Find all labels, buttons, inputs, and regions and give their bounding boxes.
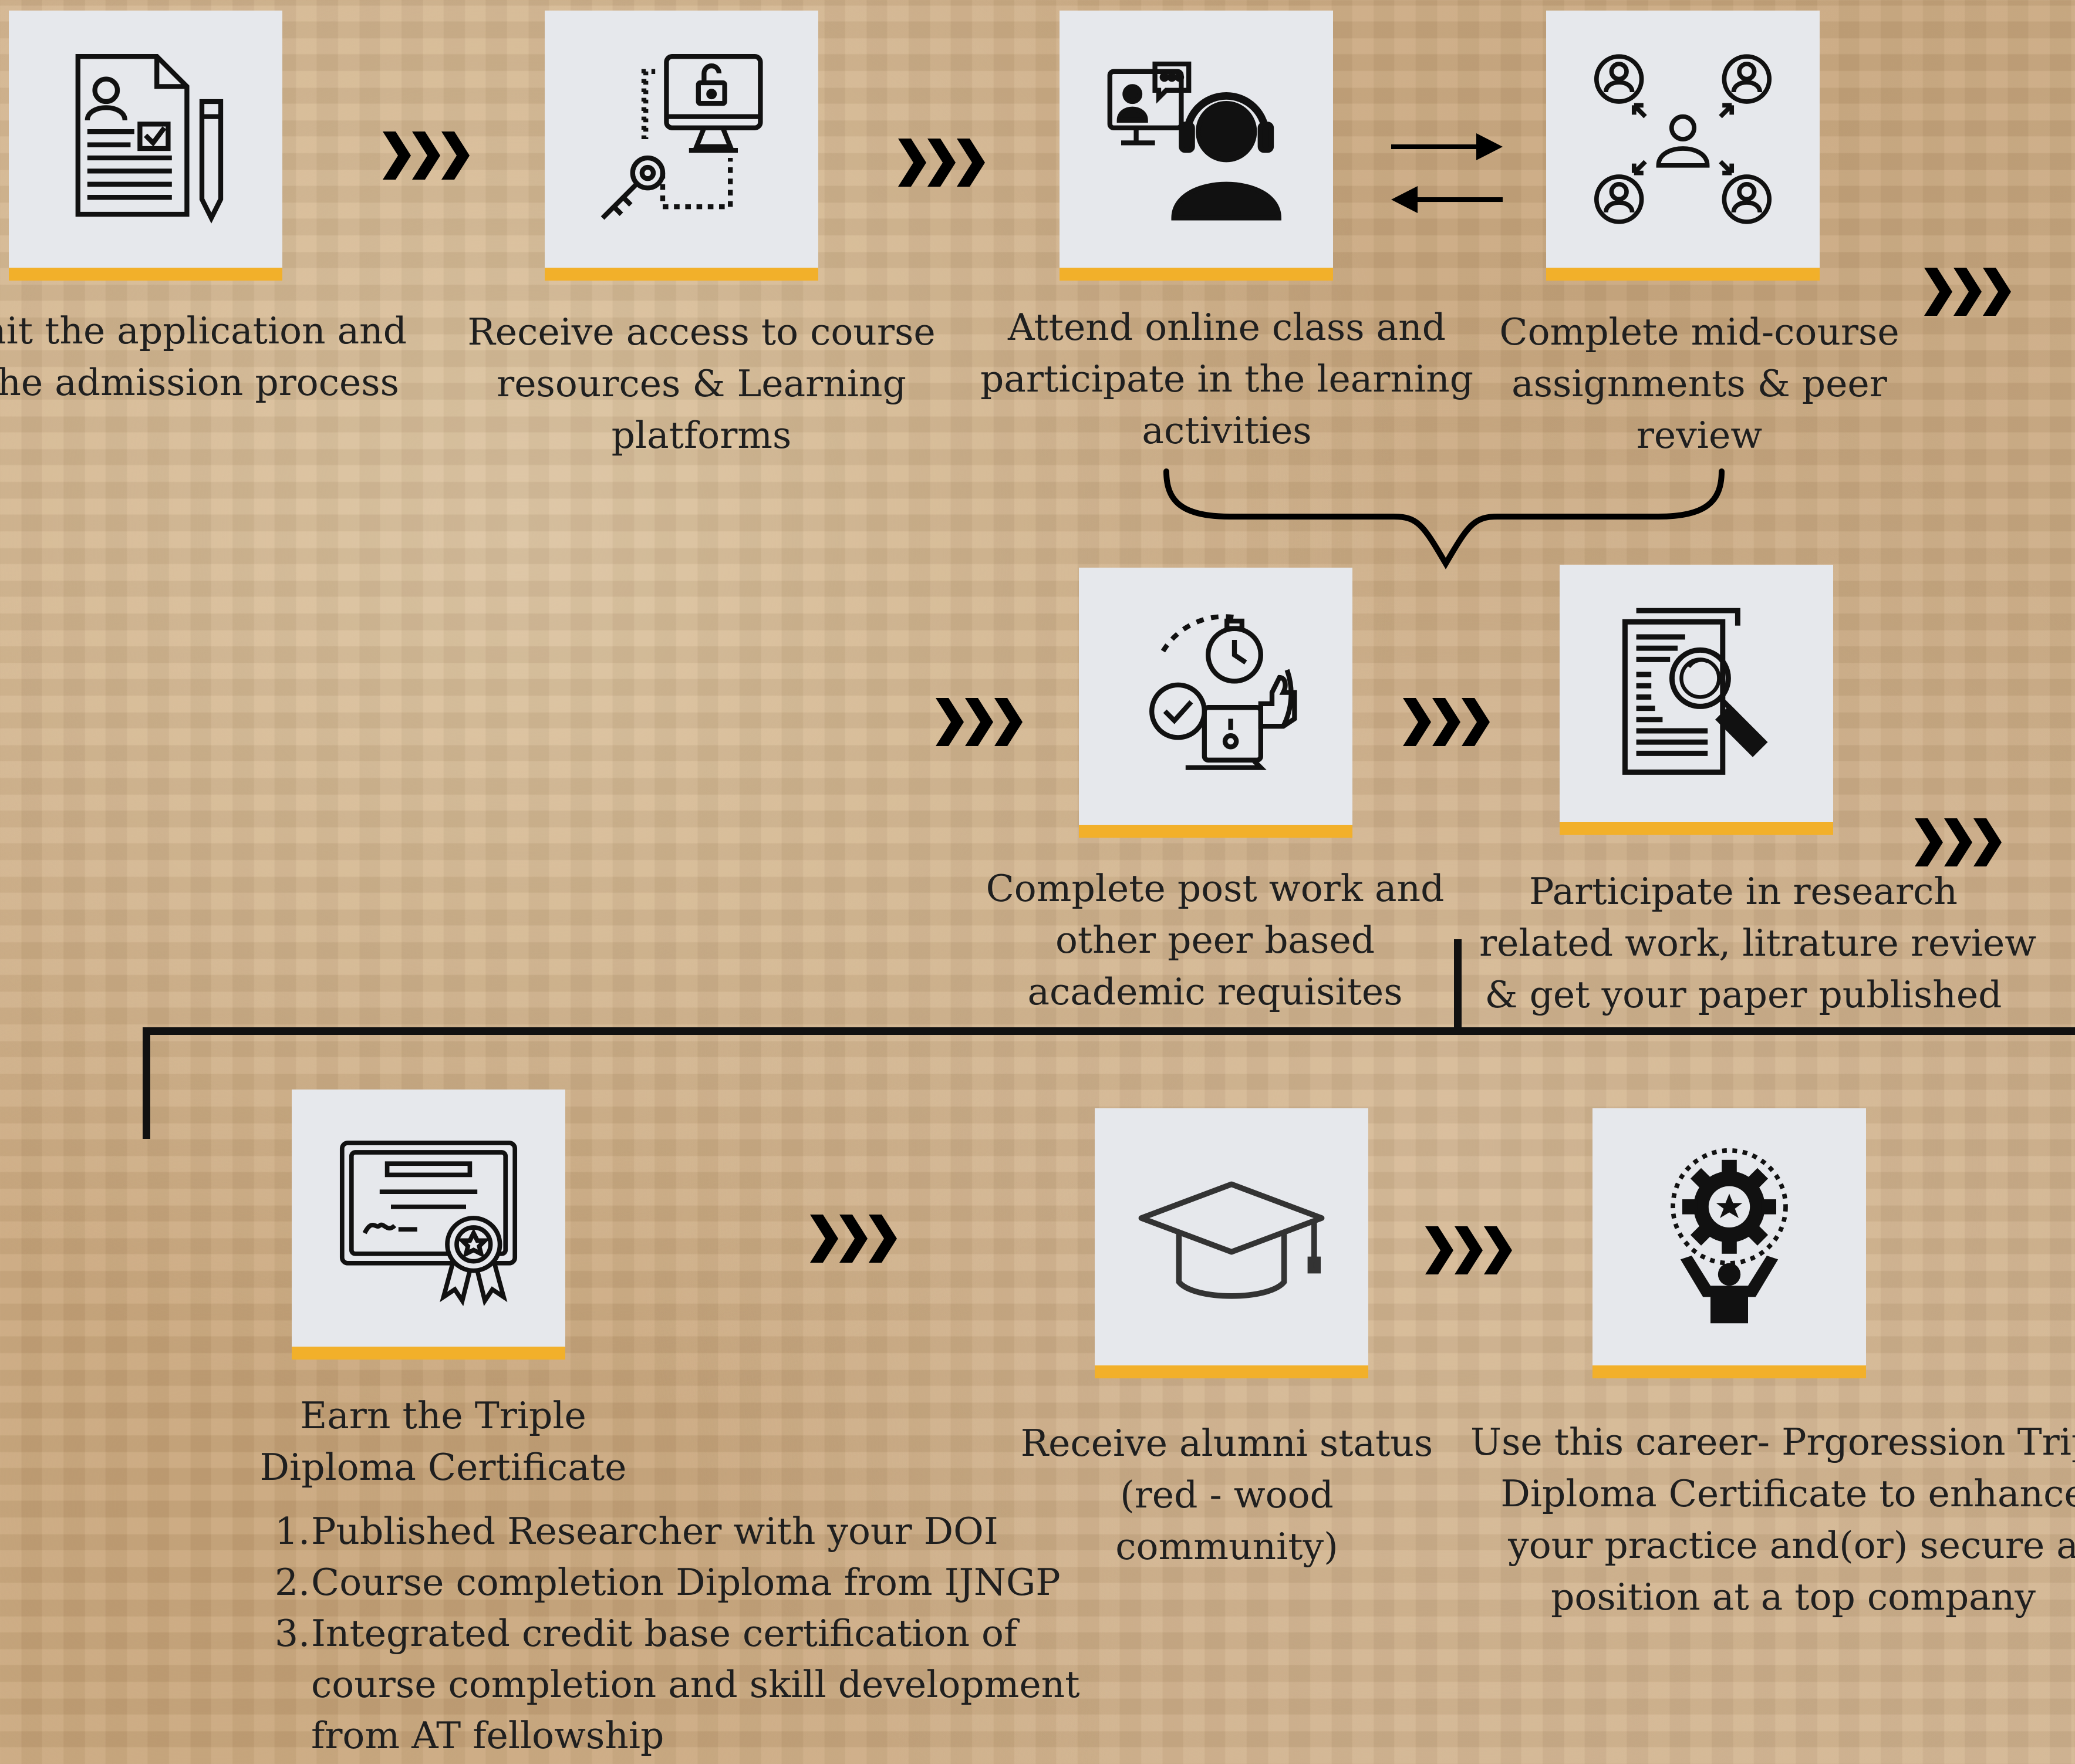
caption-research: Participate in research related work, li… [1479,870,2037,1016]
bidirectional-arrows-icon [1391,133,1503,213]
connector-vertical-left [143,1027,150,1139]
caption-apply: nit the application and the admission pr… [0,309,407,404]
chevron-arrow-icon [1425,1226,1512,1274]
task-completion-icon [1149,614,1297,770]
card-online-class [1060,11,1333,281]
research-document-icon [1622,608,1768,775]
list-item: 1. Published Researcher with your DOI [275,1510,998,1553]
caption-certificate: Earn the Triple Diploma Certificate [259,1394,627,1489]
career-achievement-icon [1671,1148,1788,1324]
caption-alumni: Receive alumni status (red - wood commun… [1020,1422,1433,1568]
caption-assignments: Complete mid-course assignments & peer r… [1499,311,1899,457]
online-class-icon [1107,61,1281,221]
card-assignments [1546,11,1820,281]
connector-horizontal [143,1027,2075,1035]
application-form-icon [75,54,224,224]
curly-brace-connector [1163,468,1725,569]
card-career [1592,1108,1866,1378]
chevron-arrow-icon [1915,818,2002,866]
card-apply [9,11,282,281]
secure-access-icon [600,54,763,220]
connector-vertical-center [1454,939,1462,1033]
caption-access: Receive access to course resources & Lea… [467,311,936,457]
peer-network-icon [1594,54,1772,224]
chevron-arrow-icon [1403,698,1490,746]
card-access [545,11,818,281]
chevron-arrow-icon [383,131,470,180]
card-certificate [292,1090,565,1360]
caption-online-class: Attend online class and participate in t… [980,306,1474,452]
chevron-arrow-icon [1924,268,2011,316]
certificate-icon [339,1141,518,1307]
graduation-cap-icon [1138,1181,1325,1299]
certificate-benefits-list: 1. Published Researcher with your DOI 2.… [275,1506,1080,1761]
chevron-arrow-icon [810,1215,897,1263]
caption-career: Use this career- Prgoression Triple Dipl… [1470,1421,2075,1618]
card-alumni [1095,1108,1368,1378]
card-research [1560,565,1833,835]
chevron-arrow-icon [898,139,985,187]
list-item: 2. Course completion Diploma from IJNGP [275,1561,1061,1604]
chevron-arrow-icon [936,698,1023,746]
card-post-work [1079,568,1352,838]
caption-post-work: Complete post work and other peer based … [986,867,1445,1013]
list-item: 3. Integrated credit base certification … [275,1612,1080,1757]
